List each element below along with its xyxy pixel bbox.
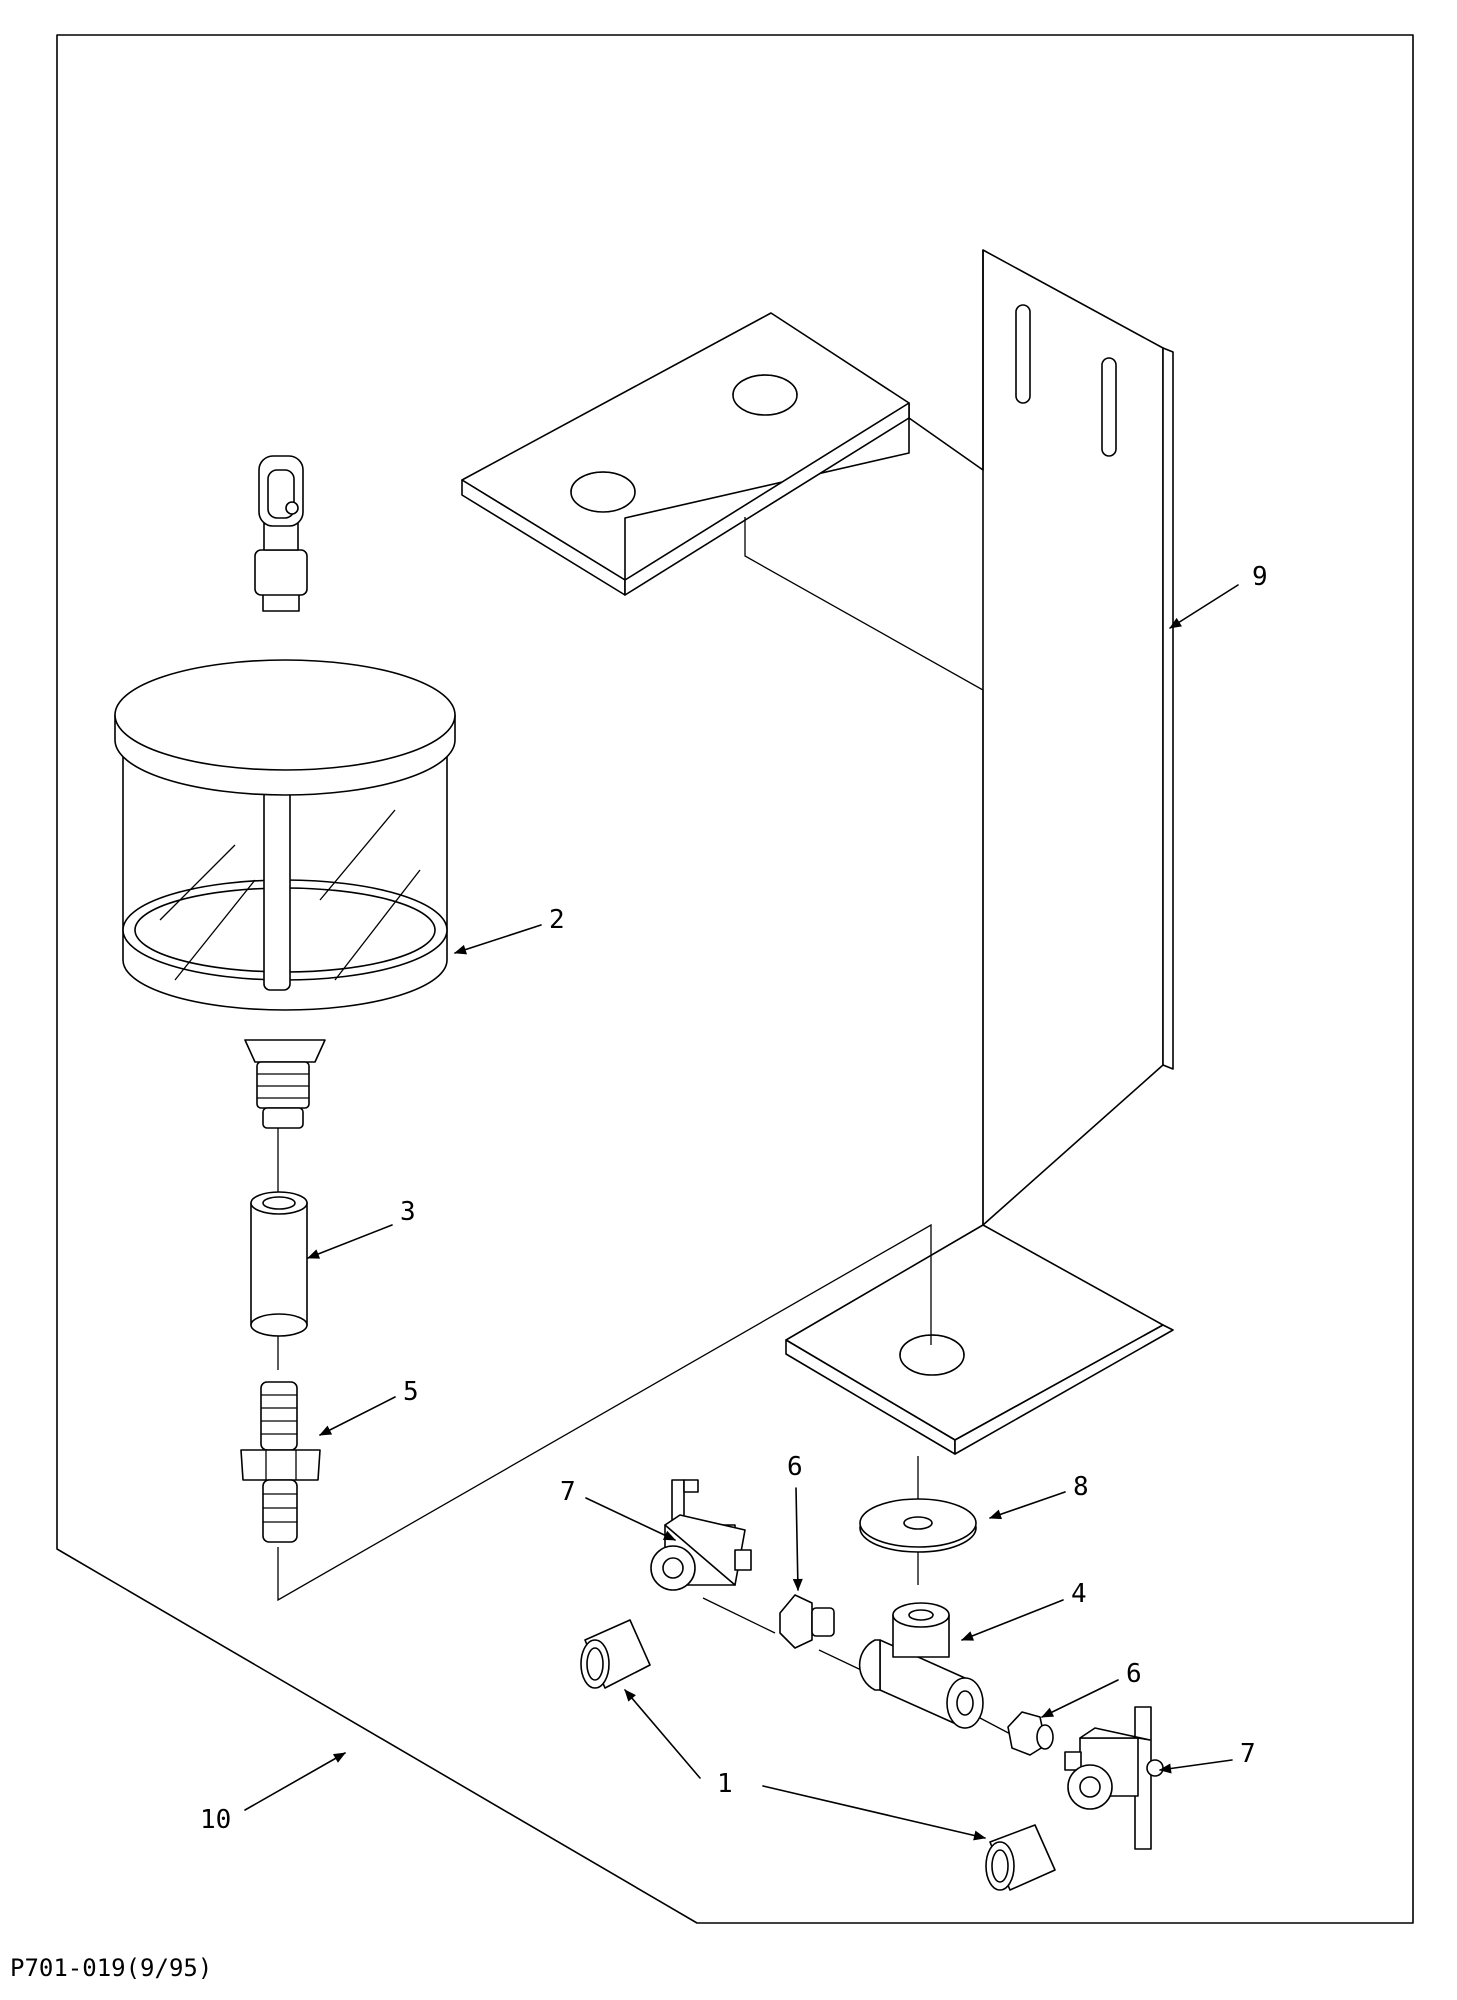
leader-lines (244, 584, 1239, 1841)
callout-part-9: 9 (1252, 562, 1268, 592)
callout-labels: 2 3 5 9 8 4 6 6 7 7 1 10 (200, 562, 1268, 1835)
bracket (461, 249, 1174, 1455)
callout-part-7-upper: 7 (560, 1477, 576, 1507)
callout-part-5: 5 (403, 1377, 419, 1407)
callout-part-8: 8 (1073, 1472, 1089, 1502)
callout-part-4: 4 (1071, 1579, 1087, 1609)
hex-nipple (240, 1381, 321, 1543)
valve-lower (1064, 1706, 1164, 1850)
coupling (250, 1191, 308, 1337)
callout-part-3: 3 (400, 1197, 416, 1227)
mounting-panel (56, 34, 1414, 1924)
callout-part-6-upper: 6 (787, 1452, 803, 1482)
callout-part-2: 2 (549, 905, 565, 935)
callout-part-1: 1 (717, 1769, 733, 1799)
valve-upper (650, 1479, 752, 1591)
callout-part-7-lower: 7 (1240, 1739, 1256, 1769)
pipe-tee (858, 1602, 984, 1729)
reducer-lower (1007, 1711, 1054, 1756)
oil-cup (114, 455, 456, 1129)
tube-upper (580, 1619, 651, 1689)
callout-part-10: 10 (200, 1805, 231, 1835)
washer (859, 1498, 977, 1553)
reducer-upper (779, 1594, 835, 1649)
callout-part-6-lower: 6 (1126, 1659, 1142, 1689)
tube-lower (985, 1824, 1056, 1891)
drawing-code: P701-019(9/95) (10, 1954, 212, 1982)
